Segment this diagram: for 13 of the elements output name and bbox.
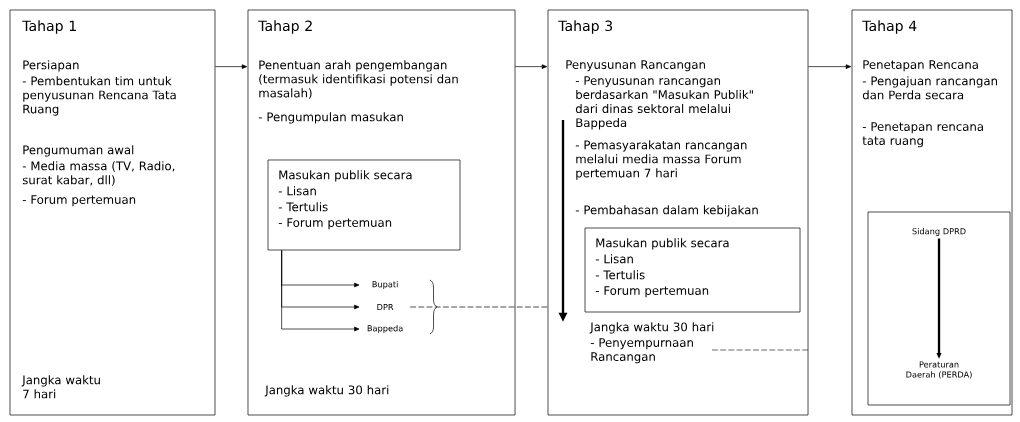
arrow — [215, 64, 248, 69]
node-label: Bappeda — [367, 325, 403, 333]
node-label: Sidang DPRD — [912, 228, 966, 236]
arrow — [281, 250, 360, 332]
input-box: Masukan publik secara - Lisan - Tertulis - Forum pertemuan — [267, 159, 461, 251]
node-label: Bupati — [372, 281, 398, 289]
node-label: Peraturan Daerah (PERDA) — [906, 361, 972, 379]
process-box — [867, 211, 1011, 406]
arrow — [808, 64, 852, 69]
stage-box: Tahap 1 Persiapan - Pembentukan tim untuk penyusunan Rencana Tata Ruang Pengumuman awal - Media massa (TV, Radio, surat kabar, dll) - Forum pertemuan Jangka waktu 7 hari — [9, 9, 216, 416]
arrow — [515, 64, 548, 69]
input-box: Masukan publik secara - Lisan - Tertulis - Forum pertemuan — [584, 227, 801, 313]
node-label: DPR — [377, 304, 394, 310]
